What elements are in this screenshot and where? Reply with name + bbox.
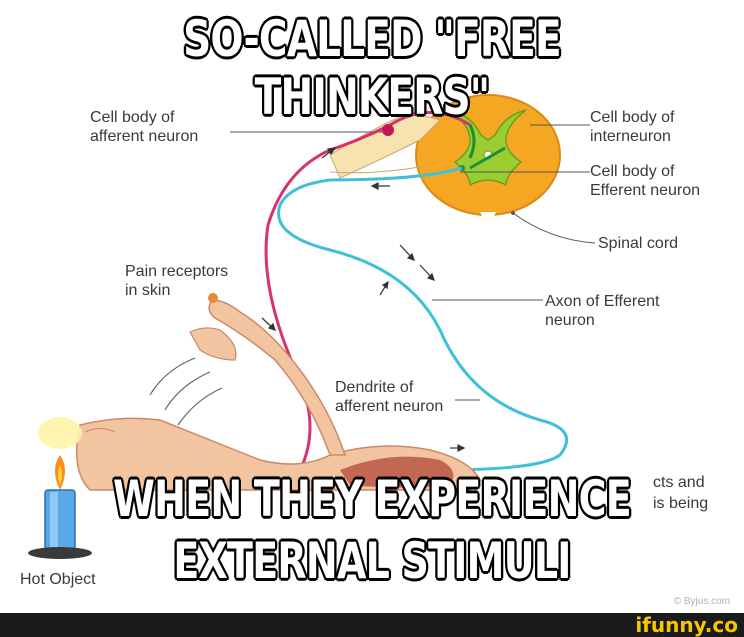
label-cell-body-afferent: Cell body of afferent neuron <box>90 109 199 145</box>
spinal-cord-cross-section <box>415 94 561 228</box>
ifunny-watermark: ifunny.co <box>635 613 738 637</box>
label-spinal-cord: Spinal cord <box>598 235 679 252</box>
candle-hot-object <box>28 417 92 559</box>
label-cell-body-efferent: Cell body of Efferent neuron <box>590 163 701 199</box>
label-partial-right-2: is being <box>653 495 709 512</box>
pain-receptor-dot <box>208 293 218 303</box>
efferent-nerve-path <box>277 166 569 472</box>
diagram-credit: © Byjus.com <box>673 596 730 607</box>
meme-bottom-caption-line2: EXTERNAL STIMULI <box>172 531 572 592</box>
meme-top-caption: SO-CALLED "FREE THINKERS" <box>182 9 563 128</box>
arm-illustration <box>75 299 481 491</box>
label-dendrite-afferent: Dendrite of afferent neuron <box>335 379 444 415</box>
label-pain-receptors: Pain receptors in skin <box>125 263 229 299</box>
label-leader-lines <box>230 124 596 401</box>
label-hot-object: Hot Object <box>20 571 96 588</box>
label-cell-body-interneuron: Cell body of interneuron <box>590 109 675 145</box>
afferent-cell-body <box>382 124 394 136</box>
label-partial-right-1: cts and <box>653 474 705 491</box>
label-axon-efferent: Axon of Efferent neuron <box>545 293 660 329</box>
meme-bottom-caption-line1: WHEN THEY EXPERIENCE <box>112 469 633 530</box>
ifunny-footer-bar: ifunny.co <box>0 613 744 637</box>
motion-lines <box>149 357 223 426</box>
